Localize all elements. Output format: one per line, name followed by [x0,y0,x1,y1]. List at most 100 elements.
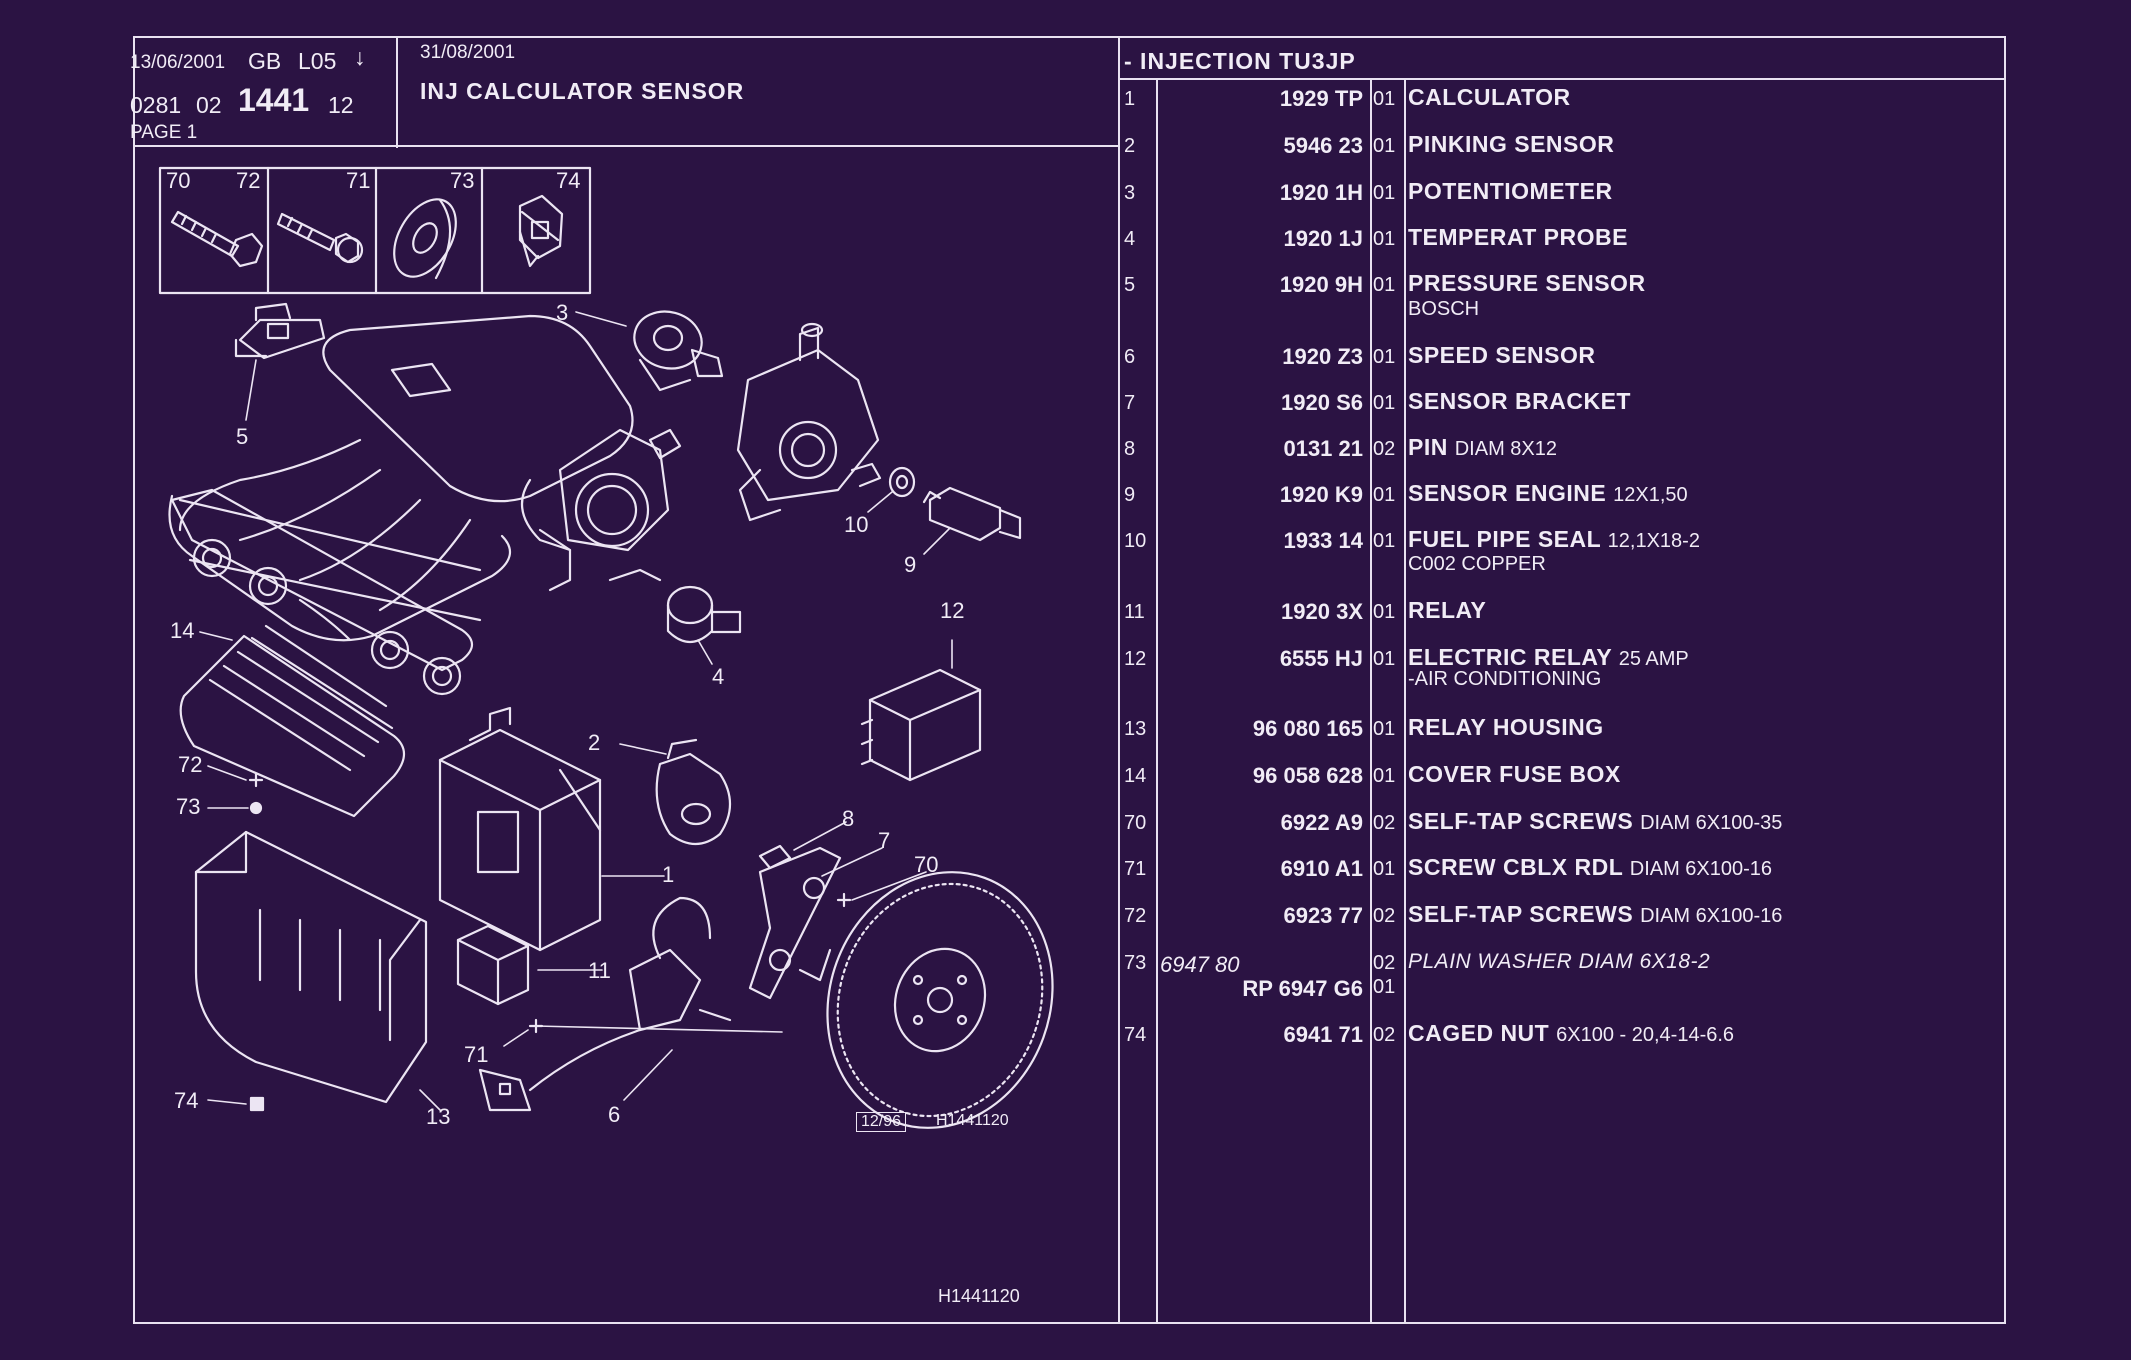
callout-leaders [199,311,953,1111]
row-desc-main: POTENTIOMETER [1408,178,1613,204]
diagram-list-divider [1118,38,1120,1322]
code-c: 12 [328,92,354,118]
callout-4: 4 [712,664,725,689]
callout-7: 7 [878,828,891,853]
row-ref: 1920 K9 [1279,482,1363,507]
screw-72-marker [248,772,264,788]
page-label: PAGE 1 [130,122,198,143]
pin [758,844,792,870]
date-updated: 31/08/2001 [420,42,516,63]
row-desc: SELF-TAP SCREWS DIAM 6X100-35 [1408,808,1782,835]
qty-col-right-rule [1404,80,1406,1322]
row-num: 3 [1124,182,1136,204]
row-qty: 02 [1373,812,1396,834]
row-desc-extra: DIAM 6X100-16 [1629,858,1773,880]
callout-12: 12 [940,598,965,623]
row-ref: 6941 71 [1283,1022,1363,1047]
row-ref: 96 058 628 [1252,763,1363,788]
exploded-parts-diagram [158,166,1054,1129]
row-qty: 01 [1373,530,1396,552]
sheet-frame [133,36,2006,1324]
row-desc-main: SCREW CBLX RDL [1408,854,1623,880]
callout-73: 73 [176,794,201,819]
row-desc-extra: 12,1X18-2 [1607,530,1700,552]
row-ref: 1920 Z3 [1282,344,1363,369]
footer-code: H1441120 [938,1286,1020,1306]
row-desc: PINKING SENSOR [1408,131,1614,158]
washer-73-marker [249,801,263,815]
row-desc: POTENTIOMETER [1408,178,1613,205]
relay [456,924,530,1006]
row-ref: 6923 77 [1283,903,1363,928]
row-desc: SENSOR BRACKET [1408,388,1631,415]
calculator-ecu [438,706,602,952]
section-title: - INJECTION TU3JP [1124,48,1356,74]
callout-11: 11 [588,958,611,983]
code-main: 1441 [238,82,310,118]
fuel-pipe-seal [888,466,916,498]
row-desc: CALCULATOR [1408,84,1571,111]
row-desc-main: SPEED SENSOR [1408,342,1596,368]
row-qty-replacement: 01 [1373,976,1396,998]
screw-70-marker [836,892,852,908]
callout-6: 6 [608,1102,621,1127]
row-qty: 01 [1373,135,1396,157]
row-sub: -AIR CONDITIONING [1408,668,1602,690]
row-qty: 01 [1373,182,1396,204]
row-desc-main: SENSOR BRACKET [1408,388,1631,414]
row-qty: 01 [1373,88,1396,110]
row-desc-main: PRESSURE SENSOR [1408,270,1646,296]
self-tap-screw-icon [170,210,264,268]
row-desc-main: PLAIN WASHER DIAM 6X18-2 [1408,950,1711,973]
row-desc-extra: DIAM 8X12 [1454,438,1557,460]
row-ref: 1920 1H [1279,180,1363,205]
inset-label-71: 71 [346,168,371,193]
row-desc: PRESSURE SENSOR [1408,270,1646,297]
row-desc-extra: 25 AMP [1618,648,1689,670]
row-ref-old: 6947 80 [1160,952,1240,977]
row-qty: 01 [1373,346,1396,368]
row-desc-main: TEMPERAT PROBE [1408,224,1628,250]
callout-74: 74 [174,1088,199,1113]
row-qty: 01 [1373,484,1396,506]
page-title: INJ CALCULATOR SENSOR [420,78,745,104]
callout-13: 13 [426,1104,451,1129]
row-desc-main: PIN [1408,434,1448,460]
electric-relay [860,668,982,782]
inset-label-70: 70 [166,168,191,193]
row-qty: 01 [1373,858,1396,880]
code-a: 0281 [130,92,182,118]
row-num: 6 [1124,346,1136,368]
row-desc-main: SELF-TAP SCREWS [1408,901,1634,927]
row-ref: 96 080 165 [1252,716,1363,741]
row-qty: 02 [1373,1024,1396,1046]
row-desc: SPEED SENSOR [1408,342,1596,369]
sensor-engine [922,486,1022,542]
row-qty: 01 [1373,228,1396,250]
plain-washer-icon [393,198,457,280]
flywheel [826,871,1054,1129]
down-arrow-icon: ↓ [354,44,366,70]
row-desc: FUEL PIPE SEAL 12,1X18-2 [1408,526,1700,553]
callout-71: 71 [464,1042,489,1067]
level-code: L05 [298,48,337,74]
diagram-code-stamp: H1441120 [936,1112,1009,1129]
row-desc-main: PINKING SENSOR [1408,131,1615,157]
row-num: 8 [1124,438,1136,460]
callout-9: 9 [904,552,917,577]
intake-manifold [168,314,634,696]
row-num: 72 [1124,905,1147,927]
row-desc-main: ELECTRIC RELAY [1408,644,1612,670]
row-desc-main: CAGED NUT [1408,1020,1550,1046]
row-ref: 6555 HJ [1279,646,1363,671]
callout-70: 70 [914,852,939,877]
row-qty: 02 [1373,905,1396,927]
row-ref: 6910 A1 [1280,856,1363,881]
row-desc: CAGED NUT 6X100 - 20,4-14-6.6 [1408,1020,1734,1047]
row-qty: 01 [1373,274,1396,296]
row-ref: 1920 9H [1279,272,1363,297]
callout-72: 72 [178,752,203,777]
row-desc: ELECTRIC RELAY 25 AMP [1408,644,1689,671]
diagram-date-stamp: 12/96 [856,1112,907,1132]
row-ref: 6922 A9 [1280,810,1363,835]
